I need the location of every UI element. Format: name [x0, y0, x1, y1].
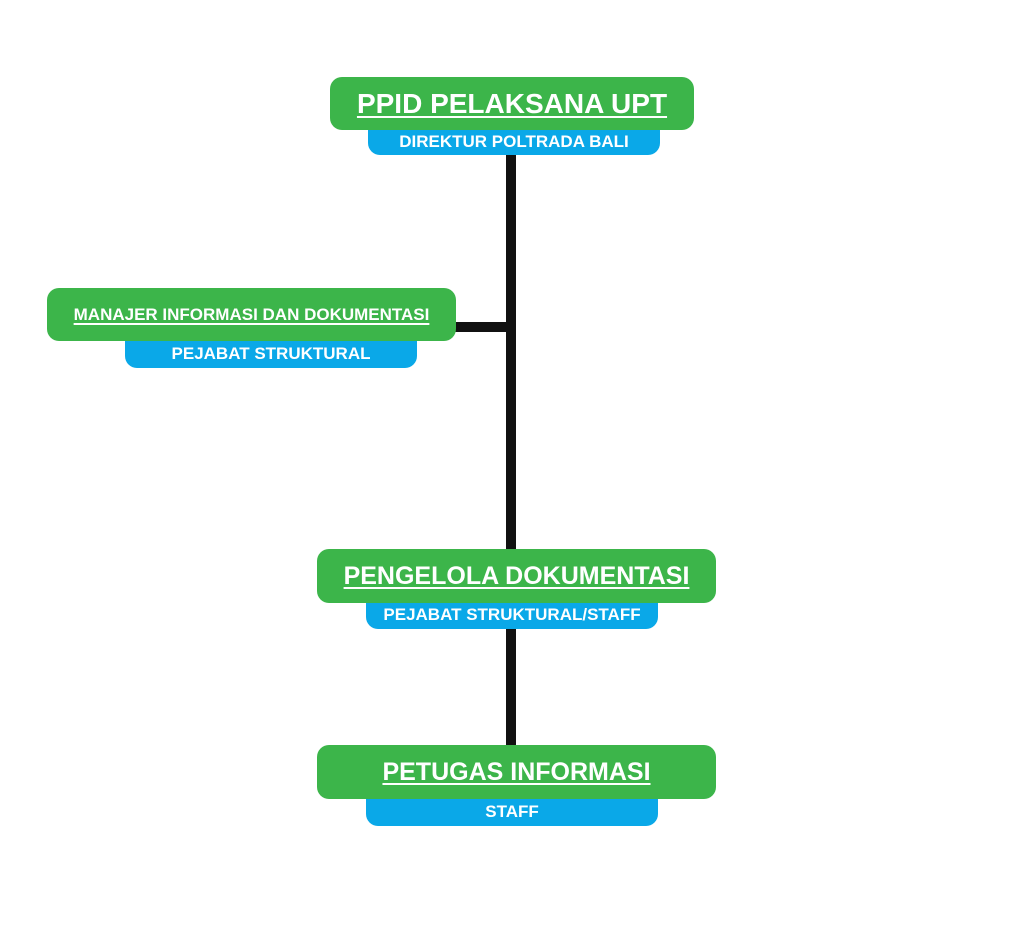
node-subtitle: PEJABAT STRUKTURAL/STAFF: [366, 599, 658, 629]
node-title: PENGELOLA DOKUMENTASI: [317, 549, 716, 603]
node-subtitle: PEJABAT STRUKTURAL: [125, 338, 417, 368]
node-title: PETUGAS INFORMASI: [317, 745, 716, 799]
node-title: MANAJER INFORMASI DAN DOKUMENTASI: [47, 288, 456, 341]
node-subtitle: STAFF: [366, 795, 658, 826]
node-subtitle: DIREKTUR POLTRADA BALI: [368, 126, 660, 155]
node-title: PPID PELAKSANA UPT: [330, 77, 694, 130]
vertical-connector-top: [506, 150, 516, 550]
vertical-connector-bottom: [506, 625, 516, 750]
horizontal-connector-branch: [450, 322, 514, 332]
